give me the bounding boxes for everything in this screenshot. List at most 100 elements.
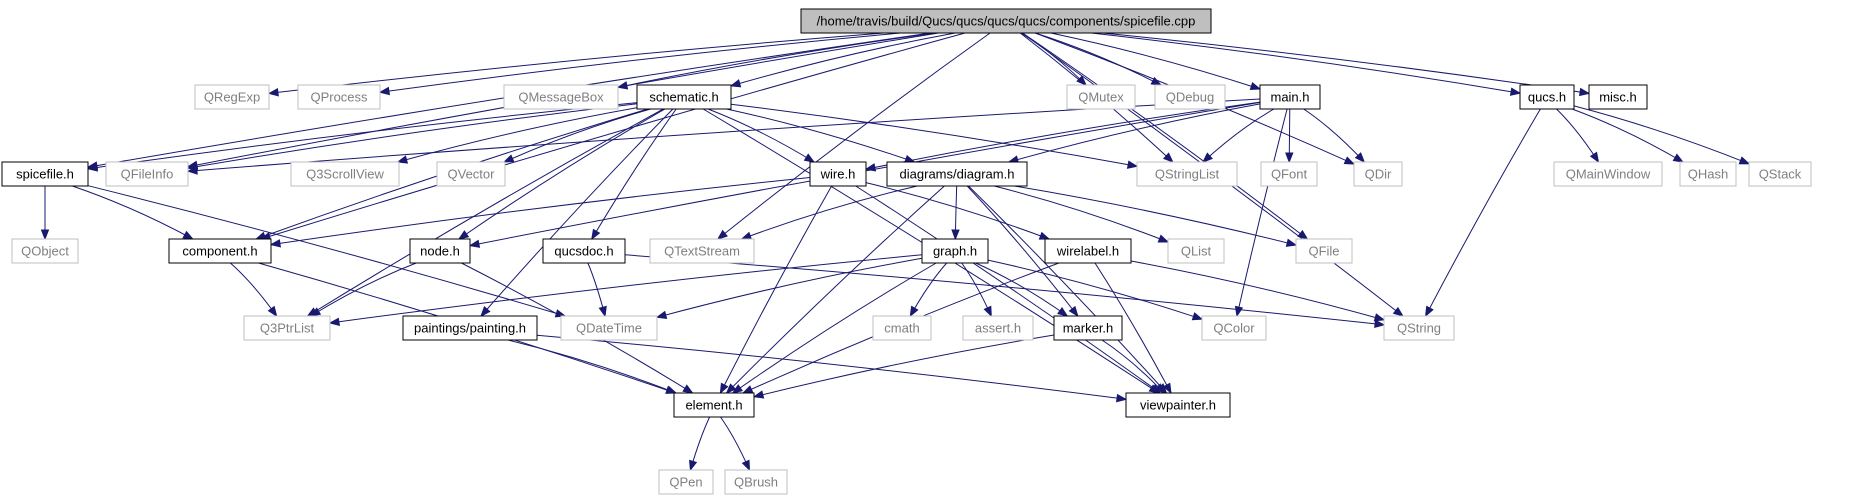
node-label-graph: graph.h: [933, 244, 977, 259]
node-QBrush[interactable]: QBrush: [724, 469, 788, 495]
node-diagram[interactable]: diagrams/diagram.h: [886, 161, 1028, 187]
node-label-QTextStream: QTextStream: [664, 244, 740, 259]
arrowhead-graph-to-cmath: [909, 305, 919, 318]
edge-spicefile-to-QDateTime: [87, 185, 566, 317]
node-label-QProcess: QProcess: [310, 90, 368, 105]
node-QList[interactable]: QList: [1167, 238, 1225, 264]
node-cmath[interactable]: cmath: [872, 315, 932, 341]
node-painting[interactable]: paintings/painting.h: [402, 315, 538, 341]
node-schematic[interactable]: schematic.h: [636, 84, 732, 110]
node-element[interactable]: element.h: [673, 392, 755, 418]
node-QFileInfo[interactable]: QFileInfo: [105, 161, 189, 187]
node-box-Q3ScrollView: [290, 161, 400, 187]
node-QRegExp[interactable]: QRegExp: [194, 84, 270, 110]
arrowhead-graph-to-QDateTime: [655, 310, 668, 319]
edge-graph-to-QDateTime: [656, 257, 923, 318]
node-box-QStringList: [1136, 161, 1238, 187]
node-label-component: component.h: [182, 244, 257, 259]
node-QColor[interactable]: QColor: [1201, 315, 1267, 341]
arrowhead-schematic-to-wire: [803, 153, 816, 163]
node-asserth[interactable]: assert.h: [962, 315, 1034, 341]
arrowhead-main-to-QFont: [1285, 152, 1294, 164]
edge-qucs-to-QStack: [1573, 105, 1750, 165]
node-box-QPen: [658, 469, 714, 495]
arrowhead-wirelabel-to-QString: [1373, 313, 1386, 322]
node-QFile[interactable]: QFile: [1295, 238, 1353, 264]
node-Q3PtrList[interactable]: Q3PtrList: [243, 315, 331, 341]
arrowhead-spicefile-to-QObject: [40, 229, 50, 241]
node-main[interactable]: main.h: [1259, 84, 1321, 110]
node-QMessageBox[interactable]: QMessageBox: [503, 84, 619, 110]
node-QObject[interactable]: QObject: [11, 238, 79, 264]
node-QDebug[interactable]: QDebug: [1154, 84, 1226, 110]
node-label-QHash: QHash: [1688, 167, 1728, 182]
node-Q3ScrollView[interactable]: Q3ScrollView: [290, 161, 400, 187]
edge-main-to-wire: [865, 101, 1261, 170]
arrowhead-root-to-qucs: [1509, 87, 1522, 96]
node-QMainWindow[interactable]: QMainWindow: [1553, 161, 1663, 187]
edge-root-to-qucs: [1091, 32, 1521, 94]
node-qucsdoc[interactable]: qucsdoc.h: [542, 238, 626, 264]
node-graph[interactable]: graph.h: [921, 238, 989, 264]
node-component[interactable]: component.h: [168, 238, 272, 264]
node-label-spicefile: spicefile.h: [16, 167, 74, 182]
node-box-cmath: [872, 315, 932, 341]
node-box-graph: [921, 238, 989, 264]
edge-wirelabel-to-QString: [1130, 260, 1385, 321]
edge-root-to-QProcess: [379, 32, 901, 93]
edge-schematic-to-spicefile: [87, 102, 638, 170]
node-QString[interactable]: QString: [1383, 315, 1455, 341]
arrowhead-node-to-Q3PtrList: [309, 307, 322, 317]
node-QStack[interactable]: QStack: [1748, 161, 1812, 187]
arrowhead-wire-to-component: [269, 239, 281, 248]
node-box-QObject: [11, 238, 79, 264]
arrowhead-component-to-Q3PtrList: [267, 305, 278, 318]
edge-spicefile-to-component: [72, 185, 193, 240]
arrowhead-root-to-main: [1249, 82, 1262, 91]
edge-main-to-diagram: [1008, 103, 1261, 163]
node-misc[interactable]: misc.h: [1588, 84, 1648, 110]
node-QVector[interactable]: QVector: [436, 161, 506, 187]
arrowhead-root-to-QString: [1392, 306, 1404, 317]
node-label-QMessageBox: QMessageBox: [518, 90, 604, 105]
node-viewpainter[interactable]: viewpainter.h: [1125, 392, 1231, 418]
node-wire[interactable]: wire.h: [809, 161, 867, 187]
node-root[interactable]: /home/travis/build/Qucs/qucs/qucs/qucs/c…: [800, 8, 1212, 34]
arrowhead-element-to-QPen: [689, 459, 698, 472]
node-QStringList[interactable]: QStringList: [1136, 161, 1238, 187]
node-box-QList: [1167, 238, 1225, 264]
node-QPen[interactable]: QPen: [658, 469, 714, 495]
node-QFont[interactable]: QFont: [1260, 161, 1318, 187]
node-label-QFileInfo: QFileInfo: [121, 167, 174, 182]
edge-diagram-to-viewpainter: [968, 185, 1167, 394]
node-QHash[interactable]: QHash: [1679, 161, 1737, 187]
node-node[interactable]: node.h: [409, 238, 471, 264]
node-box-QVector: [436, 161, 506, 187]
node-spicefile[interactable]: spicefile.h: [1, 161, 89, 187]
node-label-QBrush: QBrush: [734, 475, 778, 490]
edge-qucs-to-QHash: [1571, 108, 1684, 163]
arrowhead-schematic-to-QStringList: [1126, 160, 1139, 169]
node-QMutex[interactable]: QMutex: [1066, 84, 1136, 110]
arrowhead-diagram-to-element: [725, 383, 737, 394]
node-QProcess[interactable]: QProcess: [297, 84, 381, 110]
arrowhead-wire-to-element: [719, 382, 729, 395]
node-label-wirelabel: wirelabel.h: [1056, 244, 1119, 259]
node-box-QDebug: [1154, 84, 1226, 110]
node-QTextStream[interactable]: QTextStream: [649, 238, 755, 264]
node-label-main: main.h: [1270, 90, 1309, 105]
node-QDir[interactable]: QDir: [1353, 161, 1403, 187]
edge-painting-to-element: [507, 339, 677, 394]
node-label-misc: misc.h: [1599, 90, 1637, 105]
node-QDateTime[interactable]: QDateTime: [560, 315, 658, 341]
node-wirelabel[interactable]: wirelabel.h: [1044, 238, 1132, 264]
node-qucs[interactable]: qucs.h: [1519, 84, 1575, 110]
arrowhead-qucs-to-QStack: [1738, 156, 1751, 165]
edge-graph-to-Q3PtrList: [329, 254, 923, 324]
node-marker[interactable]: marker.h: [1053, 315, 1123, 341]
node-label-QPen: QPen: [669, 475, 702, 490]
arrowhead-graph-to-QColor: [1191, 312, 1204, 321]
edge-graph-to-marker: [975, 262, 1068, 317]
node-box-node: [409, 238, 471, 264]
